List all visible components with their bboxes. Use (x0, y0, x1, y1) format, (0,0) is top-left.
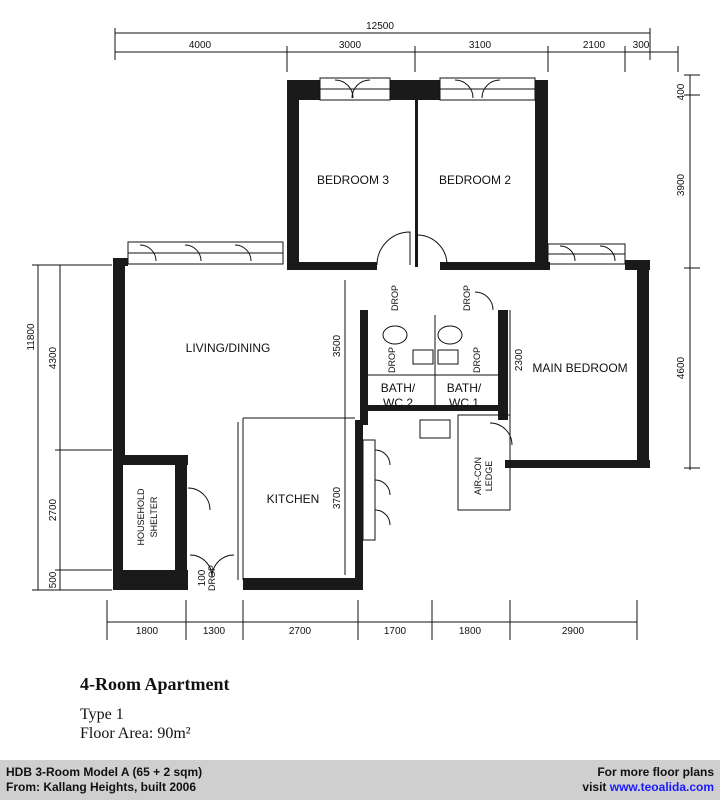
dim-top-1: 4000 (189, 40, 212, 51)
footer-visit: visit (582, 780, 607, 794)
room-bedroom-3: BEDROOM 3 (317, 173, 389, 187)
floor-plan: 12500 4000 3000 3100 2100 300 400 3900 4… (26, 21, 700, 640)
dim-left-2: 2700 (48, 498, 59, 521)
dim-left-1: 4300 (48, 346, 59, 369)
dimension-labels: 12500 4000 3000 3100 2100 300 400 3900 4… (26, 21, 687, 637)
caption-title: 4-Room Apartment (80, 674, 230, 694)
drop-label-5: DROP (207, 565, 217, 591)
dim-bottom-4: 1700 (384, 626, 407, 637)
dim-top-3: 3100 (469, 40, 492, 51)
caption-area: Floor Area: 90m² (80, 725, 191, 742)
room-aircon-line2: LEDGE (484, 461, 494, 492)
dim-right-2: 3900 (676, 173, 687, 196)
dim-bath-depth: 2300 (514, 348, 525, 371)
footer-model: HDB 3-Room Model A (65 + 2 sqm) (6, 765, 203, 779)
footer-bar: HDB 3-Room Model A (65 + 2 sqm) From: Ka… (0, 760, 720, 800)
plan-caption: 4-Room Apartment Type 1 Floor Area: 90m² (80, 674, 229, 743)
drop-label-1: DROP (390, 285, 400, 311)
room-labels: BEDROOM 3 BEDROOM 2 LIVING/DINING MAIN B… (136, 173, 628, 591)
dim-left-3: 500 (48, 571, 59, 588)
room-bath-1-line1: BATH/ (447, 381, 482, 395)
room-kitchen: KITCHEN (267, 492, 320, 506)
footer-site-link[interactable]: www.teoalida.com (609, 780, 714, 794)
room-aircon-line1: AIR-CON (473, 457, 483, 495)
room-living-dining: LIVING/DINING (186, 341, 271, 355)
caption-type: Type 1 (80, 706, 124, 723)
dim-left-total: 11800 (26, 323, 37, 351)
room-bedroom-2: BEDROOM 2 (439, 173, 511, 187)
room-bath-2-line1: BATH/ (381, 381, 416, 395)
dim-top-4: 2100 (583, 40, 606, 51)
dim-bottom-5: 1800 (459, 626, 482, 637)
dim-top-5: 300 (633, 40, 650, 51)
dim-top-2: 3000 (339, 40, 362, 51)
windows (127, 77, 626, 541)
dimension-lines (32, 28, 700, 640)
room-main-bedroom: MAIN BEDROOM (532, 361, 627, 375)
room-shelter-line1: HOUSEHOLD (136, 488, 146, 546)
drop-label-2: DROP (462, 285, 472, 311)
room-shelter-line2: SHELTER (149, 496, 159, 537)
dim-bottom-6: 2900 (562, 626, 585, 637)
dim-living-depth: 3500 (332, 334, 343, 357)
dim-kitchen-depth: 3700 (332, 486, 343, 509)
drop-label-4: DROP (472, 347, 482, 373)
footer-more: For more floor plans (597, 765, 714, 779)
dim-right-1: 400 (676, 83, 687, 100)
dim-bottom-1: 1800 (136, 626, 159, 637)
dim-bottom-2: 1300 (203, 626, 226, 637)
interior-lines (187, 231, 513, 580)
drop-label-3: DROP (387, 347, 397, 373)
room-bath-2-line2: WC 2 (383, 396, 413, 410)
walls (113, 80, 650, 590)
dim-top-total: 12500 (366, 21, 394, 32)
dim-entry-100: 100 (197, 569, 208, 586)
dim-right-3: 4600 (676, 356, 687, 379)
dim-bottom-3: 2700 (289, 626, 312, 637)
room-bath-1-line2: WC 1 (449, 396, 479, 410)
footer-from: From: Kallang Heights, built 2006 (6, 780, 197, 794)
